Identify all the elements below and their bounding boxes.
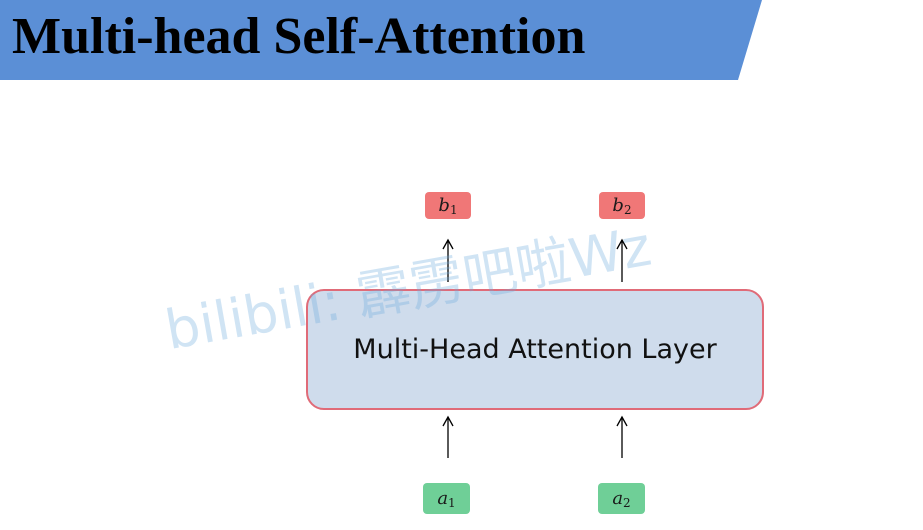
- slide-title: Multi-head Self-Attention: [12, 8, 586, 65]
- output-vector-b1-subscript: 1: [449, 203, 458, 217]
- input-vector-a1: a1: [423, 483, 470, 514]
- output-vector-b2-subscript: 2: [623, 203, 632, 217]
- arrow-up-icon: [616, 415, 628, 458]
- output-vector-b1-symbol: b: [438, 195, 450, 216]
- output-vector-b2-symbol: b: [612, 195, 624, 216]
- input-vector-a2: a2: [598, 483, 645, 514]
- layer-label: Multi-Head Attention Layer: [353, 334, 717, 365]
- input-vector-a1-symbol: a: [437, 488, 449, 509]
- title-banner-shape: [0, 0, 762, 80]
- input-vector-a2-subscript: 2: [623, 496, 631, 510]
- arrow-up-icon: [616, 238, 628, 282]
- multi-head-attention-layer-box: Multi-Head Attention Layer: [306, 289, 764, 410]
- output-vector-b1: b1: [425, 192, 471, 219]
- input-vector-a2-symbol: a: [612, 488, 624, 509]
- output-vector-b2: b2: [599, 192, 645, 219]
- arrow-up-icon: [442, 415, 454, 458]
- input-vector-a1-subscript: 1: [448, 496, 456, 510]
- arrow-up-icon: [442, 238, 454, 282]
- title-banner: Multi-head Self-Attention: [0, 0, 923, 80]
